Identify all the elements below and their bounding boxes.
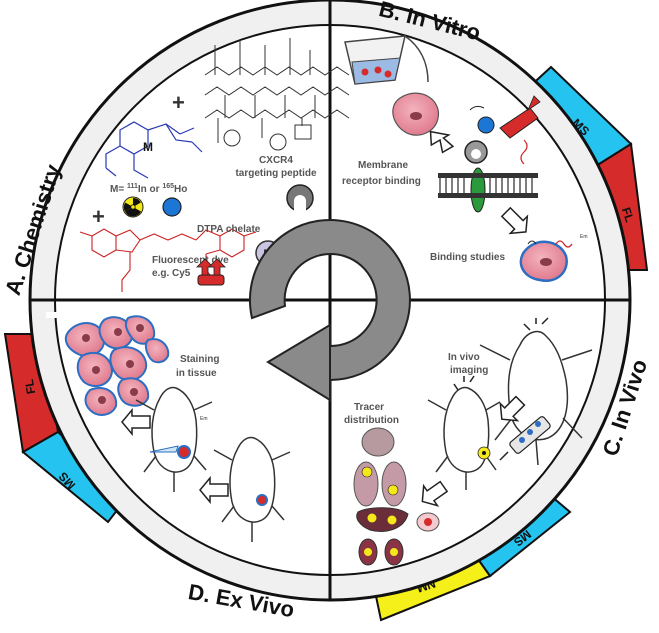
flow-arrow-2 bbox=[500, 206, 529, 235]
outer-bands: MS FL MS NM FL MS bbox=[3, 65, 649, 622]
flow-arrow-5 bbox=[121, 407, 151, 437]
dye-icon bbox=[196, 258, 226, 286]
tracer-distribution-label-line2: distribution bbox=[344, 415, 399, 426]
flow-arrow-4 bbox=[421, 480, 449, 507]
binding-cell-icon bbox=[519, 240, 573, 283]
spleen-organ bbox=[416, 512, 440, 532]
receptor-binding-label-line2: receptor binding bbox=[342, 176, 421, 187]
cxcr4-peptide-structure bbox=[204, 38, 350, 151]
flow-arrow-6 bbox=[199, 475, 229, 505]
receptor-binding-label-line1: Membrane bbox=[358, 160, 408, 171]
ex-vivo-em-label: Em bbox=[200, 416, 208, 422]
peptide-icon bbox=[286, 184, 314, 213]
lungs-organ bbox=[353, 461, 407, 507]
ex-vivo-panel: Staining in tissue Em bbox=[64, 315, 291, 542]
syringe-icon bbox=[499, 416, 551, 461]
receptor-complex bbox=[464, 95, 541, 213]
main-disk bbox=[28, 0, 632, 602]
tumour-marker bbox=[177, 445, 191, 459]
in-vivo-imaging-label-line1: In vivo bbox=[448, 352, 480, 363]
mouse-icon-medium bbox=[427, 375, 501, 490]
fl-band-top-label: FL bbox=[619, 206, 637, 224]
fl-band-left-label: FL bbox=[22, 378, 38, 395]
cell-icon bbox=[392, 92, 440, 136]
mouse-icon-large bbox=[479, 317, 593, 466]
organs-column bbox=[353, 427, 440, 566]
chelate-label: DTPA chelate bbox=[197, 224, 261, 235]
tumour-marker-2 bbox=[256, 494, 268, 506]
membrane-bilayer bbox=[438, 173, 538, 198]
staining-label-line1: Staining bbox=[180, 354, 219, 365]
in-vitro-panel: Membrane receptor binding Em Binding stu… bbox=[342, 35, 588, 283]
liver-organ bbox=[356, 507, 409, 532]
flow-arrow-1 bbox=[429, 130, 455, 154]
ex-vivo-gap bbox=[46, 312, 327, 318]
kidneys-organ bbox=[358, 538, 404, 566]
scalpel-icon bbox=[149, 445, 179, 453]
in-vivo-imaging-label-line2: imaging bbox=[450, 365, 488, 376]
binding-studies-label: Binding studies bbox=[430, 252, 505, 263]
plus-sign-1: + bbox=[172, 90, 185, 115]
peptide-label-line2: targeting peptide bbox=[235, 168, 317, 179]
tracer-distribution-label-line1: Tracer bbox=[354, 402, 384, 413]
plus-sign-2: + bbox=[92, 204, 105, 229]
cycle-arrow bbox=[249, 219, 411, 402]
peptide-label-line1: CXCR4 bbox=[259, 155, 293, 166]
dye-label-line1: Fluorescent dye bbox=[152, 255, 229, 266]
in-vivo-panel: In vivo imaging Tracer distribution bbox=[344, 317, 593, 566]
brain-organ bbox=[361, 427, 395, 457]
tissue-cells-cluster bbox=[64, 315, 170, 416]
dtpa-chelate-structure bbox=[105, 121, 203, 179]
metal-label: M= 111In or 165Ho bbox=[110, 183, 187, 195]
beaker-icon bbox=[344, 35, 429, 85]
staining-label-line2: in tissue bbox=[176, 368, 217, 379]
holmium-icon bbox=[162, 197, 182, 217]
mouse-radioactive-icon bbox=[477, 446, 491, 460]
flow-arrow-3 bbox=[499, 395, 526, 422]
chelate-metal-symbol: M bbox=[143, 140, 153, 154]
radioactive-icon bbox=[122, 196, 144, 218]
dye-label-line2: e.g. Cy5 bbox=[152, 268, 191, 279]
in-vitro-em-label: Em bbox=[580, 234, 588, 240]
